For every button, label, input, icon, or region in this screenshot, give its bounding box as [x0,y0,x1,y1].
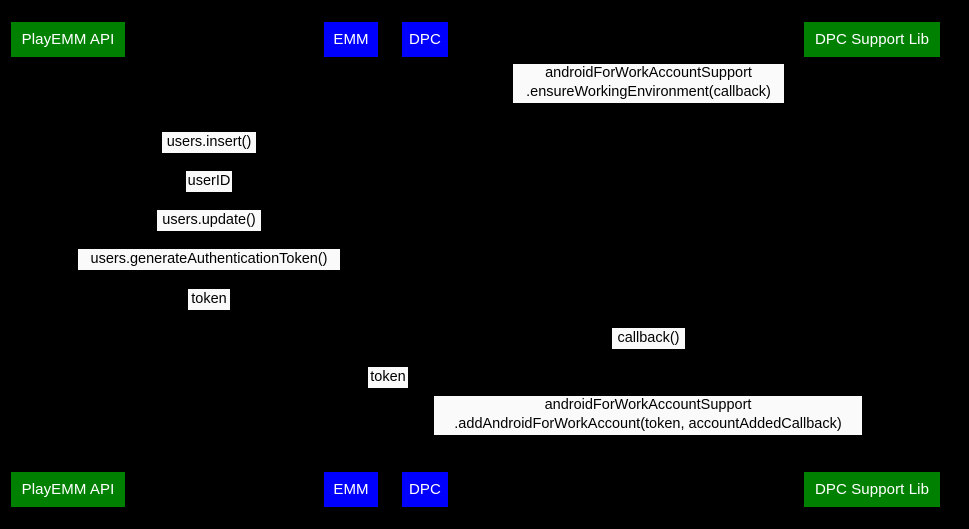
participant-label: PlayEMM API [21,481,115,498]
message-label-users-update: users.update() [157,210,261,231]
participant-emm-bottom[interactable]: EMM [324,472,378,507]
participant-label: DPC [409,481,441,498]
participant-label: DPC [409,31,441,48]
participant-playemm-api-bottom[interactable]: PlayEMM API [11,472,125,507]
participant-label: DPC Support Lib [814,31,930,48]
message-label-userid: userID [186,171,232,192]
participant-label: PlayEMM API [21,31,115,48]
participant-label: EMM [333,481,369,498]
participant-label: EMM [333,31,369,48]
participant-playemm-api-top[interactable]: PlayEMM API [11,22,125,57]
message-label-add-android-for-work-account: androidForWorkAccountSupport .addAndroid… [434,396,862,435]
participant-label: DPC Support Lib [814,481,930,498]
message-label-ensure-working-environment: androidForWorkAccountSupport .ensureWork… [513,64,784,103]
participant-dpc-support-lib-bottom[interactable]: DPC Support Lib [804,472,940,507]
participant-dpc-bottom[interactable]: DPC [402,472,448,507]
participant-emm-top[interactable]: EMM [324,22,378,57]
message-label-token-lower: token [368,367,408,388]
message-label-users-insert: users.insert() [162,132,256,153]
participant-dpc-support-lib-top[interactable]: DPC Support Lib [804,22,940,57]
message-label-callback: callback() [612,328,685,349]
message-label-token-upper: token [188,289,230,310]
participant-dpc-top[interactable]: DPC [402,22,448,57]
message-label-users-generate-authentication-token: users.generateAuthenticationToken() [78,249,340,270]
